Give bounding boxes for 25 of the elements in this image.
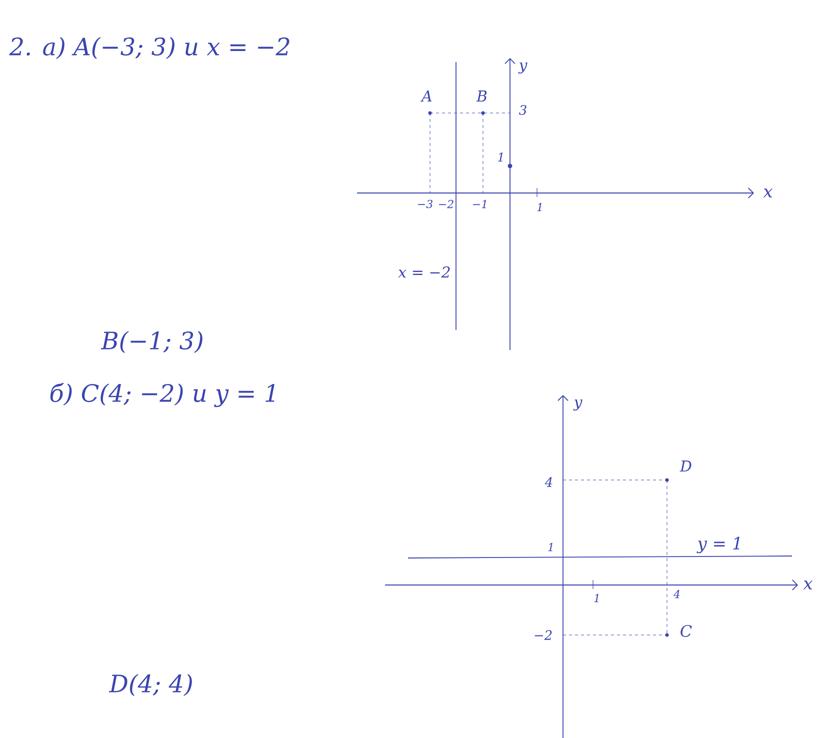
- point-label: A: [420, 90, 432, 102]
- tick-label: 1: [594, 594, 598, 602]
- tick-label: −2: [439, 200, 454, 208]
- axis-label: x: [803, 580, 813, 590]
- point-label: B: [476, 90, 487, 102]
- handwritten-text: б) C(4; −2) и y = 1: [50, 382, 274, 408]
- tick-label: −1: [473, 200, 486, 208]
- tick-label: 4: [544, 477, 552, 487]
- tick-label: 4: [673, 590, 680, 598]
- line-label: x = −2: [398, 266, 450, 278]
- handwritten-text: D(4; 4): [108, 674, 192, 696]
- tick-label: −3: [418, 200, 432, 208]
- axis-label: y: [518, 62, 528, 74]
- line-label: y = 1: [696, 536, 740, 554]
- tick-label: 1: [548, 542, 552, 552]
- handwritten-text: B(−1; 3): [100, 331, 202, 353]
- tick-label: 1: [537, 202, 542, 212]
- point-label: C: [680, 624, 692, 638]
- tick-label: 3: [519, 105, 526, 115]
- point-label: D: [680, 460, 692, 472]
- axis-label: x: [763, 188, 773, 198]
- tick-label: −2: [534, 630, 552, 640]
- tick-label: 1: [498, 152, 502, 162]
- handwritten-text: 2. а) A(−3; 3) и x = −2: [9, 37, 290, 59]
- axis-label: y: [573, 399, 582, 411]
